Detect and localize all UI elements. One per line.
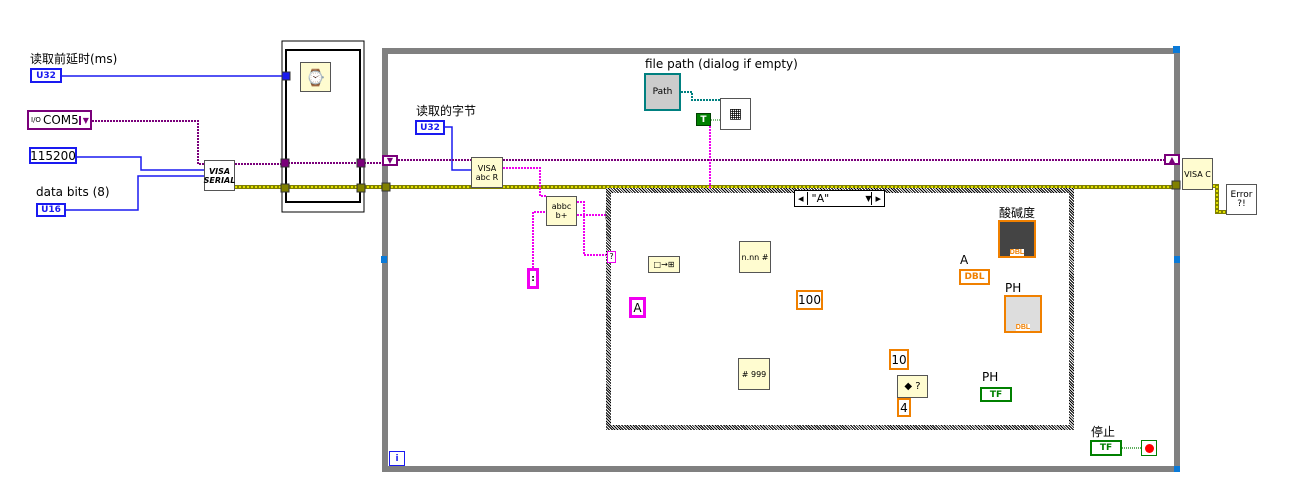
- visa-read-node[interactable]: VISA abc R: [471, 157, 503, 188]
- file-path-control[interactable]: Path: [644, 73, 681, 111]
- io-prefix-icon: I/O: [31, 116, 41, 124]
- iteration-terminal: i: [389, 451, 405, 466]
- constant-4[interactable]: 4: [897, 398, 911, 417]
- write-spreadsheet-node[interactable]: ▦: [720, 98, 751, 130]
- chart-indicator[interactable]: DBL: [998, 220, 1036, 258]
- bytes-label: 读取的字节: [416, 104, 477, 118]
- delay-control[interactable]: U32: [30, 68, 62, 83]
- file-path-label: file path (dialog if empty): [645, 57, 798, 71]
- ph-gauge-indicator[interactable]: DBL: [1004, 295, 1042, 333]
- stop-icon: [1144, 443, 1154, 453]
- string-to-array-node[interactable]: □→⊞: [648, 256, 680, 273]
- next-case-icon[interactable]: ▸: [871, 192, 884, 205]
- dropdown-arrow-icon[interactable]: ▼: [865, 194, 872, 203]
- wait-ms-icon[interactable]: ⌚: [300, 62, 331, 92]
- in-range-node[interactable]: ◆ ?: [897, 375, 928, 398]
- prev-case-icon[interactable]: ◂: [795, 192, 808, 205]
- true-constant[interactable]: T: [696, 113, 711, 126]
- a-string-constant[interactable]: A: [629, 297, 646, 318]
- baud-constant[interactable]: 115200: [29, 147, 77, 164]
- a-label: A: [960, 253, 969, 267]
- a-indicator[interactable]: DBL: [959, 269, 990, 285]
- ph-bool-indicator[interactable]: TF: [980, 387, 1012, 402]
- path-text: Path: [652, 87, 673, 97]
- stop-control[interactable]: TF: [1090, 440, 1122, 456]
- ph-bool-label: PH: [982, 370, 999, 384]
- stop-label: 停止: [1091, 425, 1116, 439]
- gauge-label: PH: [1005, 281, 1022, 295]
- chart-type: DBL: [1009, 249, 1025, 256]
- visa-close-node[interactable]: VISA C: [1182, 158, 1213, 190]
- case-selector[interactable]: ◂ "A" ▼ ▸: [794, 190, 885, 207]
- case-label: "A": [811, 192, 830, 205]
- loop-condition-terminal[interactable]: [1141, 440, 1157, 456]
- port-value: COM5: [42, 113, 79, 127]
- shift-register-left[interactable]: ▼: [382, 155, 398, 166]
- dropdown-arrow-icon[interactable]: ▼: [78, 115, 91, 125]
- gauge-type: DBL: [1015, 324, 1031, 331]
- chart-label: 酸碱度: [999, 206, 1036, 220]
- port-control[interactable]: I/O COM5 ▼: [27, 110, 92, 130]
- delay-label: 读取前延时(ms): [30, 52, 118, 66]
- bytes-control[interactable]: U32: [415, 120, 445, 135]
- constant-10[interactable]: 10: [889, 349, 909, 370]
- visa-configure-serial-node[interactable]: VISA SERIAL: [204, 160, 235, 191]
- for-loop-node[interactable]: # 999: [738, 358, 770, 390]
- simple-error-handler-node[interactable]: Error ?!: [1226, 184, 1257, 215]
- scan-string-node[interactable]: abbc b+: [546, 196, 577, 226]
- shift-register-right[interactable]: ▲: [1164, 154, 1180, 165]
- flat-sequence[interactable]: [281, 40, 365, 213]
- constant-100[interactable]: 100: [796, 290, 823, 310]
- colon-constant[interactable]: :: [527, 268, 539, 289]
- frac-exp-string-to-number-node[interactable]: n.nn #: [739, 241, 771, 273]
- data-bits-control[interactable]: U16: [36, 203, 66, 217]
- data-bits-label: data bits (8): [36, 185, 110, 199]
- case-selector-terminal: ?: [607, 251, 616, 263]
